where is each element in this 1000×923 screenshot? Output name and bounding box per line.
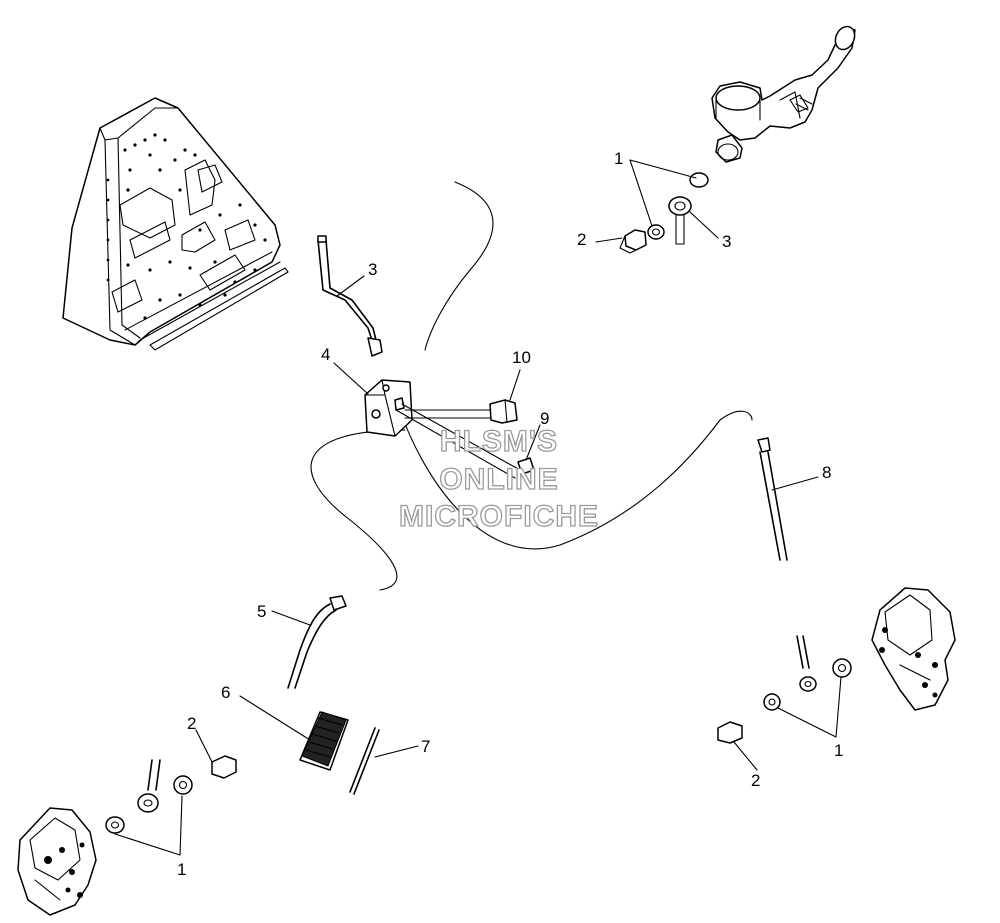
callout-9-washer: 9 xyxy=(540,409,549,428)
callout-10-bolt: 10 xyxy=(512,348,531,367)
brake-hose-lower-left xyxy=(287,595,347,689)
callout-4-block: 4 xyxy=(321,345,330,364)
master-cylinder xyxy=(711,25,856,163)
bolt-lower-right xyxy=(717,721,743,744)
brake-hose-right xyxy=(757,437,817,692)
caliper-lower-left xyxy=(17,807,97,916)
callout-6-spring: 6 xyxy=(221,683,230,702)
callout-8-hose: 8 xyxy=(822,463,831,482)
callout-1-lower-right: 1 xyxy=(834,741,843,760)
watermark-line-2: ONLINE xyxy=(439,463,558,496)
banjo-bolt-10 xyxy=(489,399,518,424)
watermark: HLSM'S ONLINE MICROFICHE xyxy=(398,424,599,533)
banjo-fitting-lower-left xyxy=(105,759,193,834)
distribution-block xyxy=(364,379,521,479)
leader-lines xyxy=(114,159,842,856)
washers-lower-right xyxy=(763,658,852,711)
callout-2-lower-right: 2 xyxy=(751,771,760,790)
callout-5-hose: 5 xyxy=(257,602,266,621)
spring-6 xyxy=(299,711,349,771)
watermark-line-3: MICROFICHE xyxy=(399,500,599,533)
watermark-line-1: HLSM'S xyxy=(440,425,558,458)
callout-2-lower-left: 2 xyxy=(187,714,196,733)
callout-7-pin: 7 xyxy=(421,737,430,756)
callout-2-upper: 2 xyxy=(577,230,586,249)
callout-3-upper-right: 3 xyxy=(722,232,731,251)
callout-3-hose: 3 xyxy=(368,260,377,279)
callout-1-upper: 1 xyxy=(614,149,623,168)
pin-7 xyxy=(349,727,380,795)
bolt-lower-left xyxy=(211,755,237,779)
brake-hose-upper xyxy=(317,235,383,357)
callout-1-lower-left: 1 xyxy=(177,860,186,879)
frame-bulkhead-panel xyxy=(62,97,289,351)
banjo-fitting-upper xyxy=(619,172,709,254)
brake-lines xyxy=(310,181,753,591)
caliper-lower-right xyxy=(871,587,956,711)
callout-labels: 1 2 3 3 4 10 9 8 5 6 7 2 1 2 1 xyxy=(177,149,843,879)
